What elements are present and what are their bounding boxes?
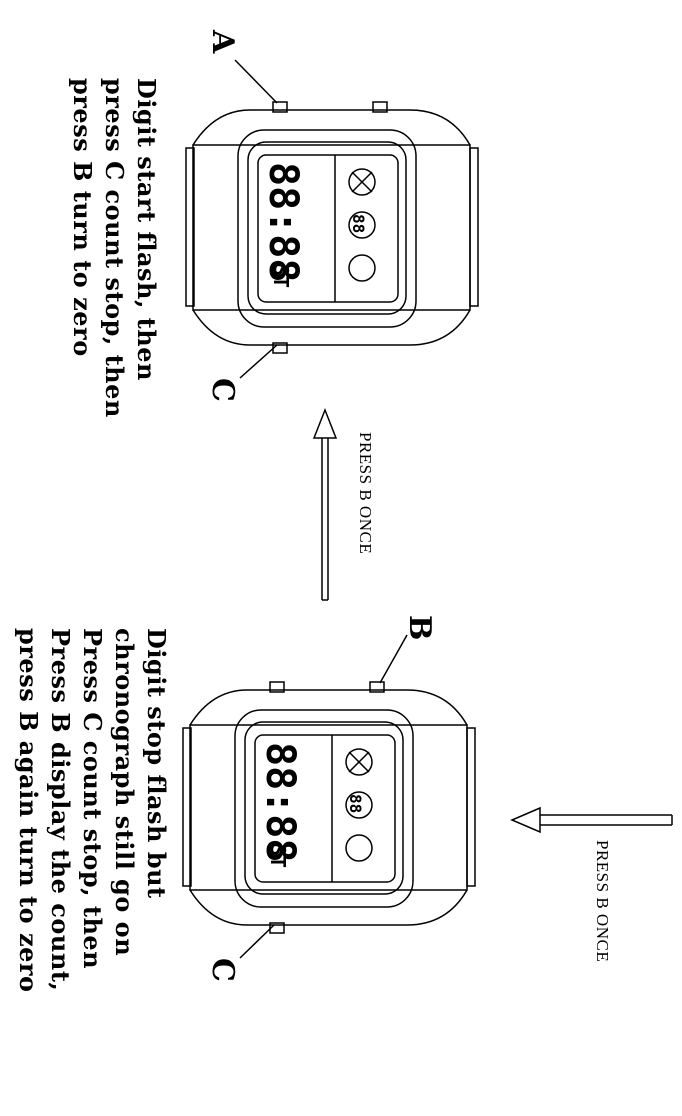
lcd-small-top: 88 (349, 214, 368, 233)
watch-lug-right (469, 147, 479, 307)
circle-empty (348, 254, 376, 282)
watch-case (189, 724, 468, 891)
watch-bottom (182, 634, 476, 959)
watch-bezel-inner (247, 141, 407, 315)
lcd-small-bottom: 88 (346, 794, 365, 813)
watch-case (192, 144, 471, 311)
watch-case-top-curve (192, 109, 471, 146)
top-small-text: 88 (349, 214, 368, 233)
button-b-top (372, 101, 388, 113)
watch-top (185, 59, 479, 379)
callout-line-b (379, 634, 408, 684)
press-label-bottom: PRESS B ONCE (593, 840, 612, 963)
button-b (369, 681, 385, 693)
callout-line-a (234, 59, 278, 104)
description-bottom: Digit stop flash but chronograph still g… (12, 628, 172, 993)
callout-line-c (239, 344, 278, 379)
lcd-digits-bottom: 88:88 ST (257, 742, 303, 868)
label-c-top: C (205, 378, 240, 402)
description-bottom-line-4: Press B display the count, (46, 628, 75, 992)
circle-small-digits (348, 211, 376, 239)
top-mode-text: ST (269, 264, 293, 288)
lcd-digits-top: 88:88 ST (260, 162, 306, 288)
description-top-line-2: press C count stop, then (100, 78, 129, 418)
description-top-line-3: press B turn to zero (68, 78, 97, 357)
description-top: Digit start flash, then press C count st… (66, 78, 162, 418)
bot-mode-text: ST (266, 844, 290, 868)
arrow-up (312, 407, 338, 601)
description-bottom-line-1: Digit stop flash but (142, 628, 171, 899)
watch-case-bottom-curve (192, 309, 471, 346)
label-b: B (402, 615, 437, 641)
callout-line-c-bottom (239, 924, 275, 959)
description-top-line-1: Digit start flash, then (132, 78, 161, 381)
description-bottom-line-2: chronograph still go on (110, 628, 139, 957)
label-c-bottom: C (205, 958, 240, 982)
press-label-middle: PRESS B ONCE (356, 432, 375, 555)
circle-cross-2 (351, 171, 373, 193)
watch-lug-left (185, 147, 195, 307)
button-top-left (269, 681, 285, 693)
bot-small-text: 88 (346, 794, 365, 813)
label-a: A (205, 30, 240, 54)
description-bottom-line-5: press B again turn to zero (14, 628, 43, 993)
arrow-left (510, 806, 673, 834)
watch-lcd-frame (257, 154, 399, 303)
description-bottom-line-3: Press C count stop, then (78, 628, 107, 970)
bot-time-text: 88:88 (257, 742, 303, 862)
circle-symbol (348, 168, 376, 196)
watch-bezel (237, 129, 417, 328)
button-a (272, 101, 288, 113)
top-time-text: 88:88 (260, 162, 306, 282)
